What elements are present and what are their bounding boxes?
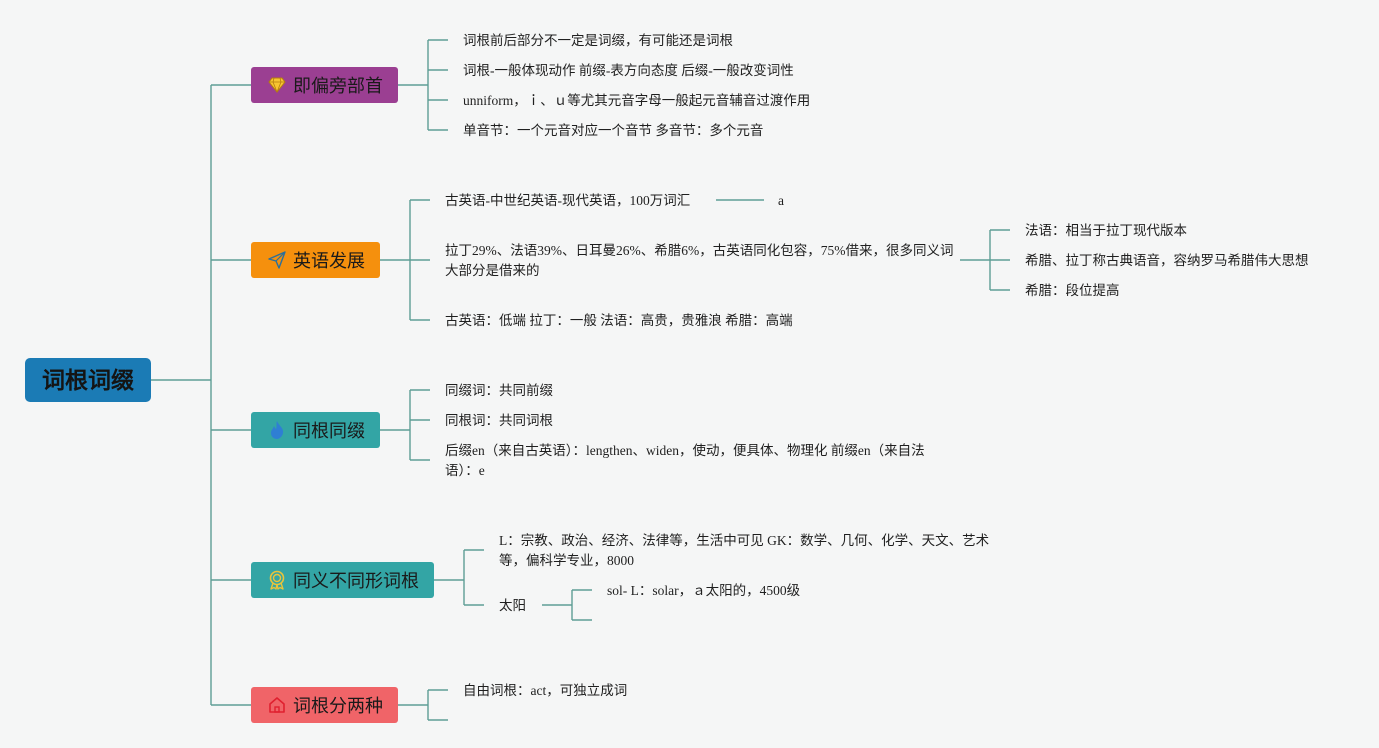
leaf-text: 古英语：低端 拉丁：一般 法语：高贵，贵雅浪 希腊：高端 — [445, 313, 793, 328]
leaf-text: L：宗教、政治、经济、法律等，生活中可见 GK：数学、几何、化学、天文、艺术等，… — [499, 533, 990, 568]
branch-label: 即偏旁部首 — [293, 76, 383, 96]
flame-icon — [267, 420, 287, 440]
leaf-text: 自由词根：act，可独立成词 — [463, 683, 628, 698]
leaf-text: sol- L：solar，ａ太阳的，4500级 — [607, 583, 801, 598]
leaf-text: 同缀词：共同前缀 — [445, 383, 553, 398]
award-icon — [267, 570, 287, 590]
leaf-text: 希腊：段位提高 — [1025, 283, 1120, 298]
branch-label: 词根分两种 — [293, 696, 383, 716]
leaf-text: 同根词：共同词根 — [445, 413, 553, 428]
leaf-text: 词根-一般体现动作 前缀-表方向态度 后缀-一般改变词性 — [463, 63, 794, 78]
leaf-text: 法语：相当于拉丁现代版本 — [1025, 223, 1187, 238]
leaf-text: unniform，ｉ、ｕ等尤其元音字母一般起元音辅音过渡作用 — [463, 93, 811, 108]
branch-synonym-roots[interactable]: 同义不同形词根 — [251, 562, 434, 598]
branch-label: 英语发展 — [293, 251, 365, 271]
leaf-text: 单音节：一个元音对应一个音节 多音节：多个元音 — [463, 123, 764, 138]
leaf-text: 词根前后部分不一定是词缀，有可能还是词根 — [463, 33, 733, 48]
branch-label: 同根同缀 — [293, 421, 365, 441]
leaf-text: 古英语-中世纪英语-现代英语，100万词汇 — [445, 193, 691, 208]
paper-plane-icon — [267, 250, 287, 270]
leaf-text: 拉丁29%、法语39%、日耳曼26%、希腊6%，古英语同化包容，75%借来，很多… — [445, 243, 954, 278]
branch-two-root-types[interactable]: 词根分两种 — [251, 687, 398, 723]
leaf-text: 后缀en（来自古英语）：lengthen、widen，使动，便具体、物理化 前缀… — [445, 443, 925, 478]
house-icon — [267, 695, 287, 715]
leaf-text: a — [778, 193, 784, 208]
branch-label: 同义不同形词根 — [293, 571, 419, 591]
gem-icon — [267, 75, 287, 95]
root-node[interactable]: 词根词缀 — [25, 358, 151, 402]
branch-same-root-affix[interactable]: 同根同缀 — [251, 412, 380, 448]
branch-radicals[interactable]: 即偏旁部首 — [251, 67, 398, 103]
leaf-text: 希腊、拉丁称古典语音，容纳罗马希腊伟大思想 — [1025, 253, 1309, 268]
branch-english-history[interactable]: 英语发展 — [251, 242, 380, 278]
leaf-text: 太阳 — [499, 598, 526, 613]
